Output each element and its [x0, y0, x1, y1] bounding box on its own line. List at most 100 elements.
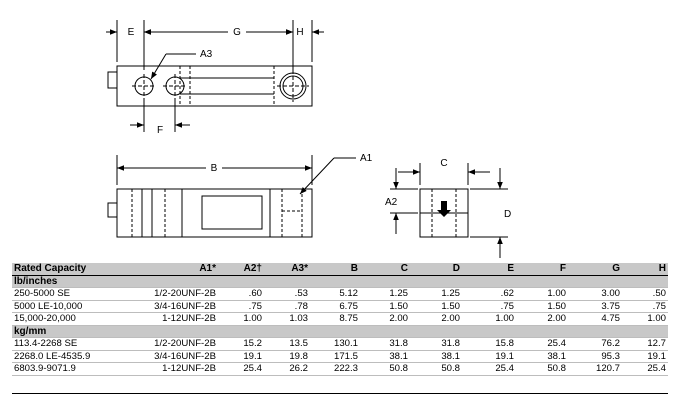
cell-f: 1.00	[516, 287, 568, 301]
cell-a1: 3/4-16UNF-2B	[134, 300, 218, 313]
header-c: C	[360, 263, 410, 276]
cell-a2: 25.4	[218, 362, 264, 376]
cell-a1: 3/4-16UNF-2B	[134, 350, 218, 363]
dim-label-a1: A1	[360, 153, 373, 164]
header-a2: A2†	[218, 263, 264, 276]
cell-a3: 19.8	[264, 350, 310, 363]
top-view-stub	[107, 71, 118, 89]
header-g: G	[568, 263, 622, 276]
cell-g: 95.3	[568, 350, 622, 363]
table-header: Rated Capacity A1* A2† A3* B C D E F G H	[12, 263, 668, 276]
dim-label-b: B	[211, 163, 218, 174]
table-row: 5000 LE-10,000 3/4-16UNF-2B .75 .78 6.75…	[12, 300, 668, 313]
cell-e: .75	[462, 300, 516, 313]
section-metric: kg/mm	[12, 324, 668, 338]
cell-c: 2.00	[360, 312, 410, 326]
cell-h: 1.00	[622, 312, 668, 326]
cell-a3: 26.2	[264, 362, 310, 376]
end-view	[390, 163, 508, 258]
cell-c: 1.25	[360, 287, 410, 301]
cell-g: 4.75	[568, 312, 622, 326]
dim-label-h: H	[296, 27, 303, 38]
cell-capacity: 250-5000 SE	[12, 287, 134, 301]
cell-e: 15.8	[462, 337, 516, 351]
top-view	[106, 20, 324, 132]
cell-h: .50	[622, 287, 668, 301]
cell-g: 3.75	[568, 300, 622, 313]
cell-f: 1.50	[516, 300, 568, 313]
cell-e: 19.1	[462, 350, 516, 363]
cell-a1: 1-12UNF-2B	[134, 362, 218, 376]
header-d: D	[410, 263, 462, 276]
header-a3: A3*	[264, 263, 310, 276]
end-view-arrow	[437, 201, 451, 217]
dim-label-a2: A2	[385, 197, 398, 208]
table-row: 113.4-2268 SE 1/2-20UNF-2B 15.2 13.5 130…	[12, 337, 668, 351]
load-cell-drawing: E G H A3 F B A1	[106, 20, 511, 258]
cell-d: 1.50	[410, 300, 462, 313]
cell-g: 120.7	[568, 362, 622, 376]
cell-c: 1.50	[360, 300, 410, 313]
table-row: 6803.9-9071.9 1-12UNF-2B 25.4 26.2 222.3…	[12, 362, 668, 376]
cell-e: .62	[462, 287, 516, 301]
header-rated-capacity: Rated Capacity	[12, 263, 134, 276]
table-row: 15,000-20,000 1-12UNF-2B 1.00 1.03 8.75 …	[12, 312, 668, 326]
header-e: E	[462, 263, 516, 276]
dim-label-a3: A3	[200, 49, 213, 60]
header-a1: A1*	[134, 263, 218, 276]
cell-f: 38.1	[516, 350, 568, 363]
dim-label-f: F	[157, 125, 163, 136]
cell-a2: 19.1	[218, 350, 264, 363]
side-view-stub	[107, 202, 118, 218]
cell-a2: 15.2	[218, 337, 264, 351]
side-view-window	[201, 195, 263, 230]
header-b: B	[310, 263, 360, 276]
cell-e: 25.4	[462, 362, 516, 376]
cell-h: 12.7	[622, 337, 668, 351]
cell-a1: 1/2-20UNF-2B	[134, 287, 218, 301]
cell-h: 19.1	[622, 350, 668, 363]
cell-b: 5.12	[310, 287, 360, 301]
section-title: lb/inches	[12, 274, 668, 288]
cell-b: 6.75	[310, 300, 360, 313]
cell-b: 130.1	[310, 337, 360, 351]
side-view	[107, 155, 356, 238]
table-row: 250-5000 SE 1/2-20UNF-2B .60 .53 5.12 1.…	[12, 287, 668, 301]
cell-capacity: 6803.9-9071.9	[12, 362, 134, 376]
cell-c: 31.8	[360, 337, 410, 351]
cell-capacity: 2268.0 LE-4535.9	[12, 350, 134, 363]
cell-b: 222.3	[310, 362, 360, 376]
cell-h: .75	[622, 300, 668, 313]
header-f: F	[516, 263, 568, 276]
cell-a1: 1-12UNF-2B	[134, 312, 218, 326]
cell-d: 2.00	[410, 312, 462, 326]
cell-f: 50.8	[516, 362, 568, 376]
cell-a2: 1.00	[218, 312, 264, 326]
table-row: 2268.0 LE-4535.9 3/4-16UNF-2B 19.1 19.8 …	[12, 350, 668, 363]
cell-c: 50.8	[360, 362, 410, 376]
cell-g: 3.00	[568, 287, 622, 301]
dim-label-c: C	[440, 158, 447, 169]
cell-a3: 1.03	[264, 312, 310, 326]
cell-f: 25.4	[516, 337, 568, 351]
cell-a2: .75	[218, 300, 264, 313]
cell-capacity: 15,000-20,000	[12, 312, 134, 326]
cell-g: 76.2	[568, 337, 622, 351]
cell-d: 31.8	[410, 337, 462, 351]
cell-f: 2.00	[516, 312, 568, 326]
cell-capacity: 113.4-2268 SE	[12, 337, 134, 351]
cell-capacity: 5000 LE-10,000	[12, 300, 134, 313]
cell-d: 38.1	[410, 350, 462, 363]
table-bottom-rule	[12, 393, 668, 394]
cell-b: 171.5	[310, 350, 360, 363]
cell-a1: 1/2-20UNF-2B	[134, 337, 218, 351]
section-title: kg/mm	[12, 324, 668, 338]
dim-label-g: G	[233, 27, 241, 38]
dim-label-e: E	[128, 27, 135, 38]
cell-a2: .60	[218, 287, 264, 301]
cell-a3: 13.5	[264, 337, 310, 351]
header-h: H	[622, 263, 668, 276]
cell-d: 50.8	[410, 362, 462, 376]
cell-a3: .78	[264, 300, 310, 313]
cell-h: 25.4	[622, 362, 668, 376]
